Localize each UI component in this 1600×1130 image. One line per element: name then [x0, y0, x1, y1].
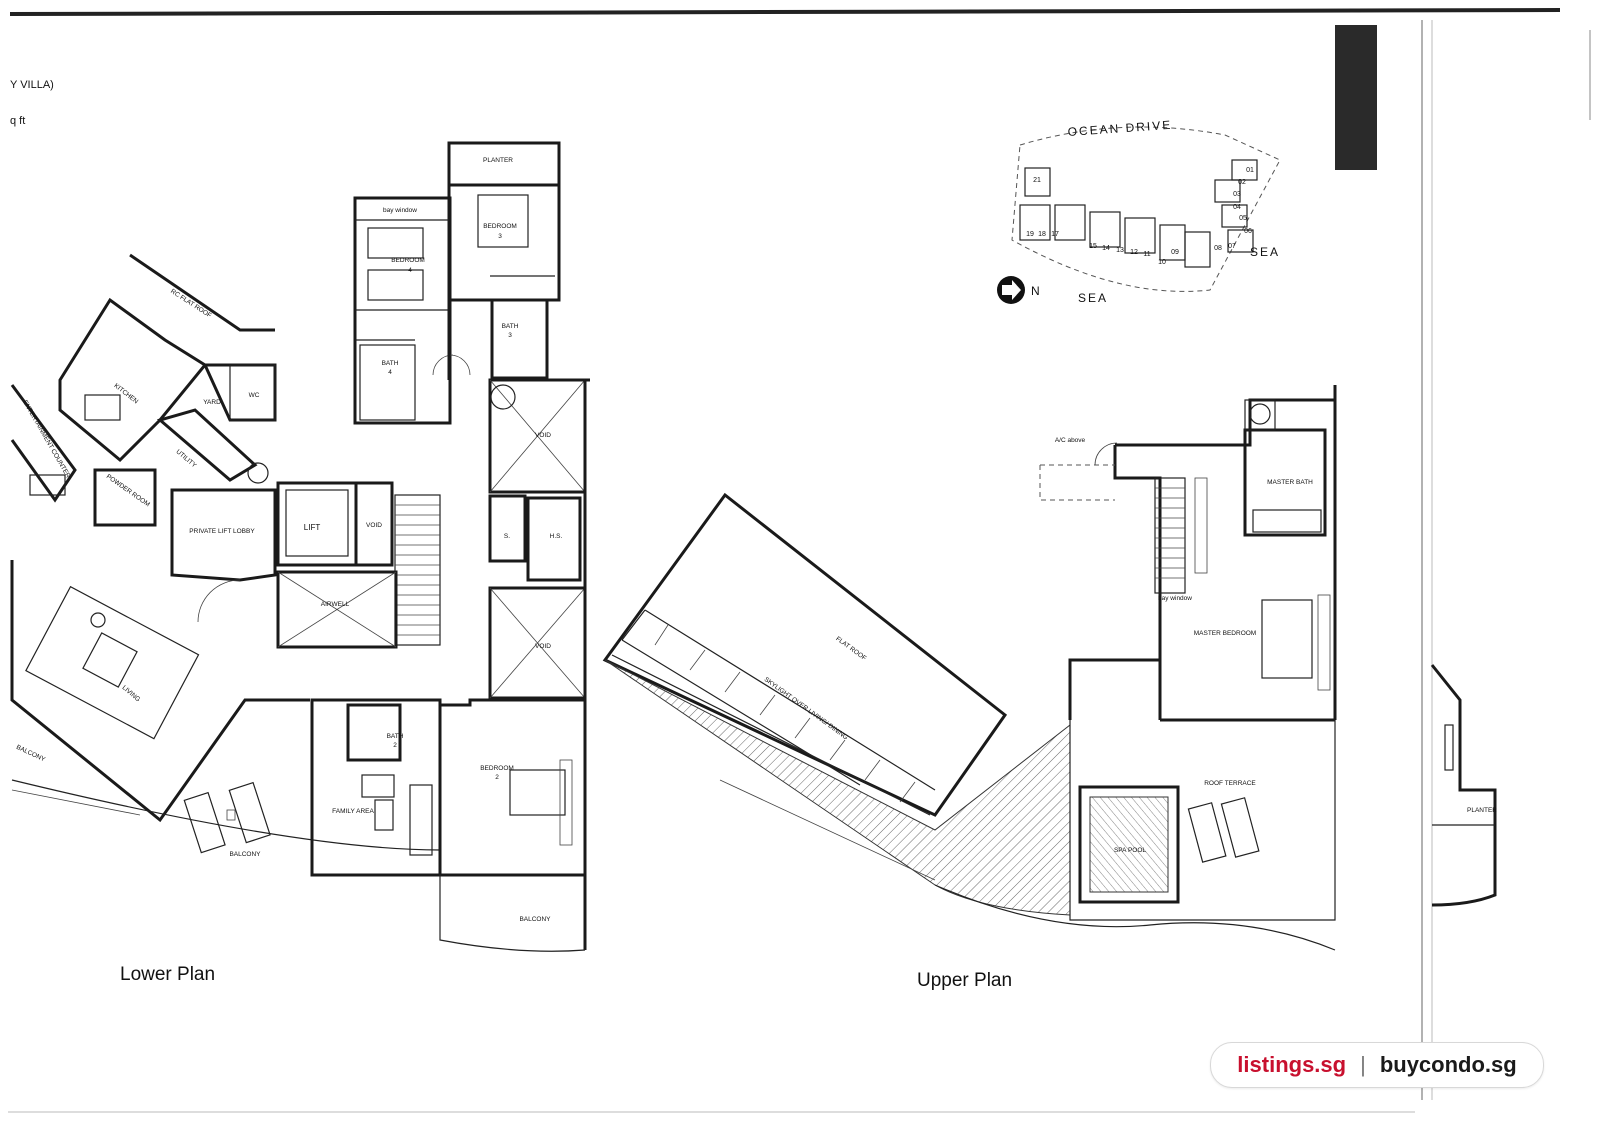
villa-type-label: Y VILLA): [10, 79, 54, 91]
watermark-listings: listings.sg: [1237, 1052, 1347, 1077]
svg-text:03: 03: [1233, 191, 1241, 198]
lift-label: LIFT: [304, 523, 321, 532]
balcony-left-label: BALCONY: [15, 744, 47, 764]
key-plan: 21 19 18 17 15 14 13 12 11 10 09 08 07 0…: [997, 118, 1281, 305]
bay-window-label: bay window: [383, 207, 417, 214]
master-bedroom-label: MASTER BEDROOM: [1194, 630, 1256, 637]
svg-text:06: 06: [1244, 228, 1252, 235]
bedroom4-number: 4: [408, 267, 412, 274]
rc-flat-roof-label: RC FLAT ROOF: [169, 288, 212, 320]
bedroom3-label: BEDROOM: [483, 223, 517, 230]
bath2-number: 2: [393, 742, 397, 749]
wc-label: WC: [249, 392, 260, 399]
lower-plan-title: Lower Plan: [120, 964, 215, 985]
bath4-label: BATH: [382, 360, 399, 367]
bath2-label: BATH: [387, 733, 404, 740]
scan-dark-strip: [1335, 25, 1377, 170]
void-label-2: VOID: [535, 432, 551, 439]
void-label-1: VOID: [366, 522, 382, 529]
skylight-label: SKYLIGHT OVER LIVING/ DINING: [763, 676, 849, 741]
upper-plan: [602, 385, 1497, 951]
skylight-panels: [654, 624, 916, 803]
scan-edges: [8, 8, 1591, 1113]
area-unit-label: q ft: [10, 115, 25, 127]
bedroom2-number: 2: [495, 774, 499, 781]
upper-plan-title: Upper Plan: [917, 970, 1012, 991]
master-bath-label: MASTER BATH: [1267, 479, 1313, 486]
svg-text:09: 09: [1171, 249, 1179, 256]
svg-text:17: 17: [1051, 231, 1059, 238]
yard-label: YARD: [203, 399, 221, 406]
key-plan-unit-numbers: 21 19 18 17 15 14 13 12 11 10 09 08 07 0…: [1026, 167, 1254, 266]
svg-text:11: 11: [1143, 251, 1150, 258]
store-label: S.: [504, 533, 510, 540]
airwell-label: AIRWELL: [321, 601, 350, 608]
watermark-badge: listings.sg | buycondo.sg: [1210, 1042, 1544, 1088]
bedroom4-label: BEDROOM: [391, 257, 425, 264]
watermark-separator: |: [1360, 1052, 1366, 1077]
void-label-3: VOID: [535, 643, 551, 650]
balcony-right-label: BALCONY: [519, 916, 551, 923]
utility-label: UTILITY: [174, 448, 198, 469]
north-label: N: [1031, 284, 1042, 298]
svg-text:21: 21: [1033, 177, 1041, 184]
balcony-mid-label: BALCONY: [229, 851, 261, 858]
living-label: LIVING: [121, 684, 142, 703]
sea-south-label: SEA: [1078, 291, 1108, 305]
entertainment-counter-label: ENTERTAINMENT COUNTER: [21, 399, 71, 479]
spa-pool-label: SPA POOL: [1114, 847, 1146, 854]
kitchen-label: KITCHEN: [113, 382, 140, 405]
family-area-label: FAMILY AREA: [332, 808, 374, 815]
watermark-buycondo: buycondo.sg: [1379, 1052, 1517, 1077]
flat-roof-label: FLAT ROOF: [834, 635, 867, 662]
north-arrow-pointer-icon: [1002, 280, 1021, 300]
svg-text:07: 07: [1228, 243, 1236, 250]
household-shelter-label: H.S.: [550, 533, 563, 540]
lower-plan: [10, 141, 590, 952]
ac-above-label: A/C above: [1055, 437, 1086, 444]
right-planter-label: PLANTER: [1467, 807, 1497, 814]
svg-text:01: 01: [1246, 167, 1254, 174]
planter-label: PLANTER: [483, 157, 513, 164]
sea-east-label: SEA: [1250, 245, 1280, 259]
bath4-number: 4: [388, 369, 392, 376]
bedroom2-label: BEDROOM: [480, 765, 514, 772]
svg-text:13: 13: [1116, 247, 1124, 254]
private-lift-lobby-label: PRIVATE LIFT LOBBY: [189, 528, 255, 535]
svg-text:05: 05: [1239, 215, 1247, 222]
powder-room-label: POWDER ROOM: [105, 473, 151, 508]
upper-bay-window-label: bay window: [1158, 595, 1192, 602]
svg-text:14: 14: [1102, 245, 1110, 252]
svg-text:19: 19: [1026, 231, 1034, 238]
svg-text:08: 08: [1214, 245, 1222, 252]
svg-text:12: 12: [1130, 249, 1138, 256]
bath3-label: BATH: [502, 323, 519, 330]
svg-text:04: 04: [1233, 204, 1241, 211]
svg-text:02: 02: [1238, 179, 1246, 186]
svg-text:15: 15: [1089, 243, 1097, 250]
ocean-drive-label: OCEAN DRIVE: [1067, 118, 1172, 139]
svg-text:10: 10: [1158, 259, 1166, 266]
bedroom3-number: 3: [498, 233, 502, 240]
upper-plan-labels: A/C above MASTER BATH bay window MASTER …: [763, 437, 1498, 854]
lower-plan-labels: PLANTER bay window BEDROOM 3 BEDROOM 4 B…: [15, 157, 562, 923]
svg-text:18: 18: [1038, 231, 1046, 238]
roof-terrace-label: ROOF TERRACE: [1204, 780, 1256, 787]
upper-staircase: [1155, 487, 1185, 579]
bath3-number: 3: [508, 332, 512, 339]
staircase: [394, 494, 441, 646]
